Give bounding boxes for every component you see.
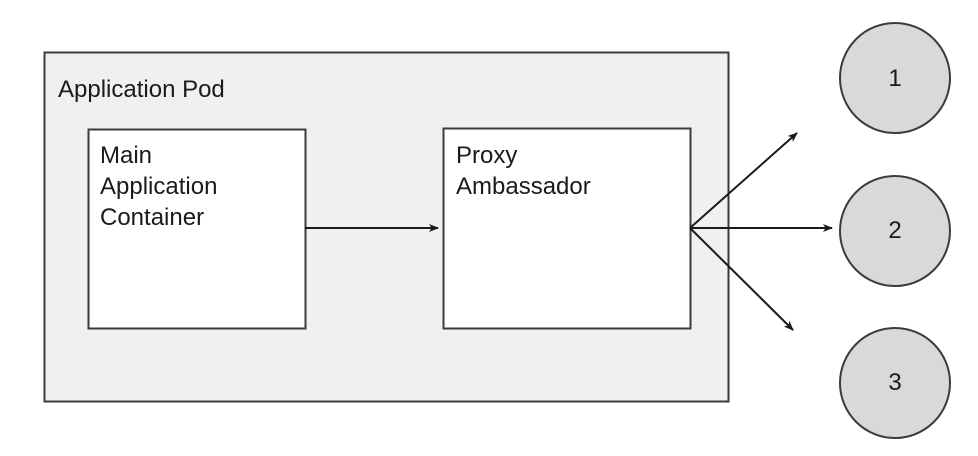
endpoint-1-circle	[839, 22, 951, 134]
connector-proxy-to-endpoint-3	[689, 227, 794, 331]
endpoint-3-circle	[839, 327, 951, 439]
endpoint-2-circle	[839, 175, 951, 287]
proxy-ambassador-container-box	[442, 127, 692, 330]
connector-proxy-to-endpoint-1	[689, 132, 798, 229]
main-application-container-box	[87, 128, 307, 330]
